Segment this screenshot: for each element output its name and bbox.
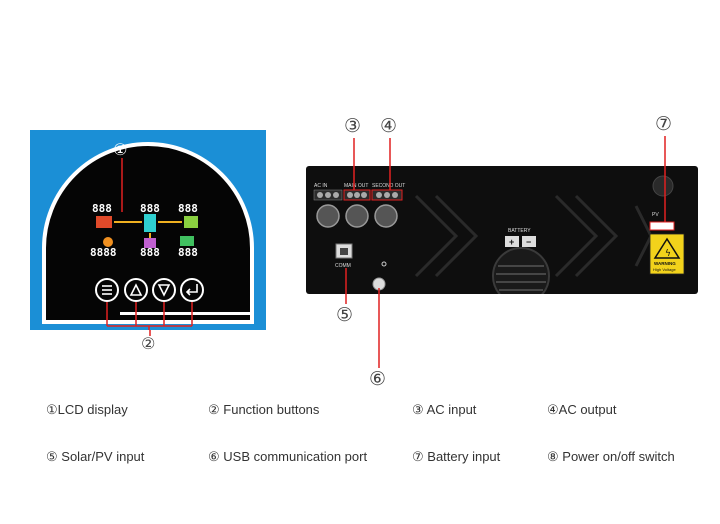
main-out-terminal <box>343 189 371 201</box>
function-buttons <box>95 278 204 302</box>
lcd-seg-top-right: 888 <box>178 202 198 215</box>
top-right-knob <box>652 175 674 197</box>
lcd-seg-bottom-left: 8888 <box>90 246 117 259</box>
inverter-icon <box>144 214 156 232</box>
svg-text:ϟ: ϟ <box>665 249 671 259</box>
cable-gland-3 <box>374 204 398 228</box>
callout-6: ⑥ <box>369 368 387 390</box>
lcd-seg-bottom-mid: 888 <box>140 246 160 259</box>
down-button[interactable] <box>152 278 176 302</box>
warning-sticker <box>649 233 685 275</box>
warning-title: WARNING <box>654 261 676 266</box>
status-icon <box>180 236 194 246</box>
legend-item-8: ⑧ Power on/off switch <box>547 449 675 464</box>
pv-label: PV <box>652 212 659 218</box>
grid-icon <box>96 216 112 228</box>
battery-plus-sign: + <box>509 237 514 247</box>
front-panel-drawing: 888 888 888 8888 888 888 <box>42 142 254 330</box>
legend-item-4: ④AC output <box>547 402 617 417</box>
solar-icon <box>103 237 113 247</box>
legend-item-1: ①LCD display <box>46 402 128 417</box>
battery-minus-sign: − <box>526 237 531 247</box>
load-icon <box>184 216 198 228</box>
fan-grille <box>496 265 546 291</box>
battery-plus-terminal <box>505 236 519 247</box>
housing-light-bar <box>120 312 250 315</box>
battery-icon <box>144 238 156 248</box>
enter-button[interactable] <box>180 278 204 302</box>
triangle-down-icon <box>157 284 171 297</box>
callout-2-bracket <box>106 302 193 330</box>
ac-in-terminal <box>313 189 343 201</box>
callout-2-stem <box>149 330 151 336</box>
warning-icon <box>653 237 681 259</box>
menu-button[interactable] <box>95 278 119 302</box>
callout-5: ⑤ <box>336 304 354 326</box>
lcd-seg-top-left: 888 <box>92 202 112 215</box>
legend-item-2: ② Function buttons <box>208 402 320 417</box>
lcd-seg-top-mid: 888 <box>140 202 160 215</box>
comm-label: COMM <box>335 263 351 269</box>
battery-label: BATTERY <box>508 228 531 234</box>
legend-item-7: ⑦ Battery input <box>412 449 501 464</box>
second-out-label: SECOND OUT <box>372 183 405 189</box>
callout-2: ② <box>141 334 156 353</box>
ac-in-label: AC IN <box>314 183 328 189</box>
callout-1: ① <box>113 140 128 159</box>
triangle-up-icon <box>129 283 143 296</box>
lcd-seg-bottom-right: 888 <box>178 246 198 259</box>
cable-gland-1 <box>316 204 340 228</box>
legend-item-3: ③ AC input <box>412 402 477 417</box>
up-button[interactable] <box>124 278 148 302</box>
lcd-display: 888 888 888 8888 888 888 <box>90 202 198 259</box>
legend-item-6: ⑥ USB communication port <box>208 449 368 464</box>
pv-terminal <box>649 221 675 231</box>
cable-gland-2 <box>345 204 369 228</box>
main-out-label: MAIN OUT <box>344 183 368 189</box>
second-out-terminal <box>371 189 403 201</box>
enter-icon <box>185 284 198 296</box>
lcd-housing <box>42 142 254 324</box>
warning-text: High Voltage <box>653 267 676 272</box>
legend-item-5: ⑤ Solar/PV input <box>46 449 145 464</box>
battery-minus-terminal <box>522 236 536 247</box>
callout-4: ④ <box>380 115 398 137</box>
callout-7: ⑦ <box>655 113 673 135</box>
rear-panel-drawing: AC IN MAIN OUT SECOND OUT COMM BATTERY +… <box>313 175 685 294</box>
callout-3: ③ <box>344 115 362 137</box>
